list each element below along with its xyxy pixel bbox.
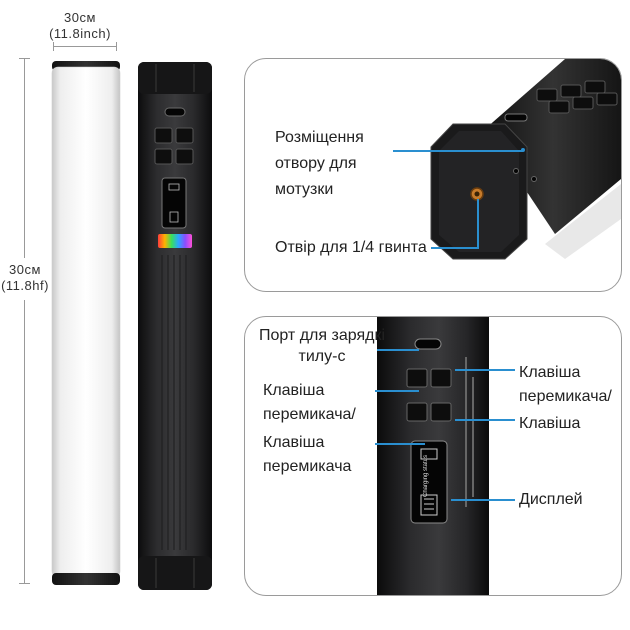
rope-hole-callout-line bbox=[393, 150, 523, 152]
rope-hole-callout-dot bbox=[521, 148, 525, 152]
height-value: 30cм bbox=[9, 262, 41, 277]
width-tick-left bbox=[53, 42, 54, 51]
charging-port-callout-line bbox=[377, 349, 419, 351]
display-callout-line bbox=[451, 499, 515, 501]
height-value-imperial: (11.8hf) bbox=[1, 278, 49, 293]
width-value-imperial: (11.8inch) bbox=[49, 26, 111, 41]
height-dimension-line-top bbox=[24, 58, 25, 258]
switch-key-right-label-1: Клавіша перемикача/ bbox=[519, 364, 612, 405]
width-dimension-line bbox=[53, 46, 117, 47]
screw-hole-label: Отвір для 1/4 гвинта bbox=[275, 239, 427, 256]
switch-key-left-label-2: Клавіша перемикача bbox=[263, 434, 352, 475]
screw-hole-callout-line bbox=[431, 247, 479, 249]
switch-left-1-callout-line bbox=[375, 390, 419, 392]
tube-controls-photo bbox=[377, 317, 489, 595]
switch-left-2-callout-line bbox=[375, 443, 425, 445]
width-value: 30cм bbox=[64, 10, 96, 25]
rope-hole-label: Розміщення отвору для мотузки bbox=[275, 129, 364, 198]
tube-end-photo bbox=[430, 59, 621, 260]
light-tube-back bbox=[138, 62, 212, 590]
height-dimension: 30cм (11.8hf) bbox=[0, 262, 50, 294]
switch-key-right-label-2: Клавіша bbox=[519, 415, 581, 432]
screw-hole-callout-vertical bbox=[477, 199, 479, 248]
charging-port-label: Порт для зарядкі тилу-с bbox=[258, 327, 385, 365]
display-label: Дисплей bbox=[519, 491, 583, 508]
rope-hole-detail-panel: Розміщення отвору для мотузки Отвір для … bbox=[244, 58, 622, 292]
control-detail-panel: Charging status Порт для зарядкі тилу-с … bbox=[244, 316, 622, 596]
width-tick-right bbox=[116, 42, 117, 51]
width-dimension: 30cм (11.8inch) bbox=[30, 10, 130, 42]
switch-right-2-callout-line bbox=[455, 419, 515, 421]
light-tube-front bbox=[51, 61, 121, 585]
height-tick-top bbox=[19, 58, 30, 59]
display-caption: Charging status bbox=[423, 454, 429, 497]
height-dimension-line-bottom bbox=[24, 300, 25, 583]
height-tick-bottom bbox=[19, 583, 30, 584]
switch-right-1-callout-line bbox=[455, 369, 515, 371]
switch-key-left-label-1: Клавіша перемикача/ bbox=[263, 382, 356, 423]
